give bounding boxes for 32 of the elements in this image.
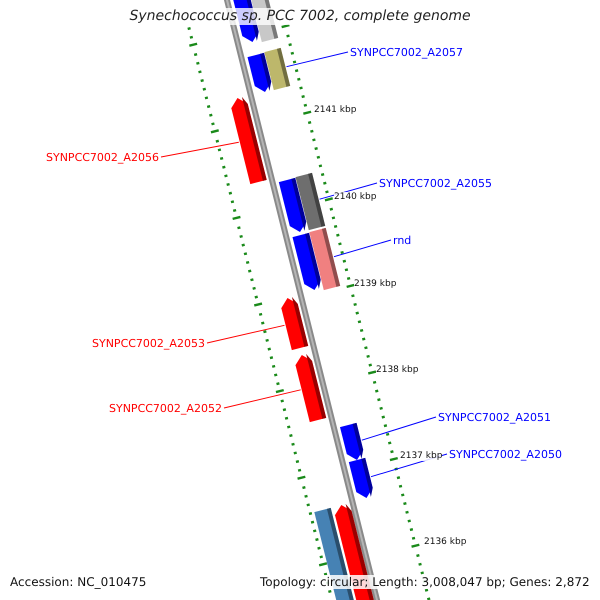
leader-line (160, 142, 240, 158)
footer-text: Topology: circular; Length: 3,008,047 bp; Genes: 2,872 (260, 575, 590, 590)
gene-segment (292, 232, 321, 290)
leader-line (319, 182, 378, 200)
gene-label: SYNPCC7002_A2050 (449, 448, 562, 461)
leader-line (361, 416, 436, 441)
gene-label: rnd (393, 234, 412, 247)
gene-segment (231, 96, 267, 184)
gene-label: SYNPCC7002_A2056 (46, 150, 159, 164)
leader-line (334, 240, 392, 258)
scale-label: 2141 kbp (314, 104, 356, 116)
leader-line (224, 389, 302, 408)
gene-label: SYNPCC7002_A2055 (379, 176, 492, 190)
gene-label: SYNPCC7002_A2052 (109, 402, 222, 415)
gene-label: SYNPCC7002_A2057 (350, 46, 463, 59)
leader-line (206, 324, 285, 344)
gene-label: SYNPCC7002_A2053 (92, 336, 205, 350)
scale-label: 2139 kbp (354, 278, 396, 290)
gene-label: SYNPCC7002_A2051 (438, 410, 551, 424)
title: Synechococcus sp. PCC 7002, complete genome (128, 8, 473, 25)
feature-segment (264, 48, 290, 90)
gene-segment (348, 458, 373, 498)
leader-line (286, 52, 348, 68)
footer-text: Accession: NC_010475 (10, 575, 146, 590)
scale-label: 2138 kbp (376, 364, 418, 376)
gene-segment (296, 354, 326, 422)
gene-segment (340, 422, 364, 460)
scale-label: 2136 kbp (424, 536, 466, 548)
scale-label: 2140 kbp (334, 192, 376, 202)
gene-segment (281, 296, 308, 350)
scale-label: 2137 kbp (400, 450, 442, 462)
gene-segment (278, 178, 306, 232)
